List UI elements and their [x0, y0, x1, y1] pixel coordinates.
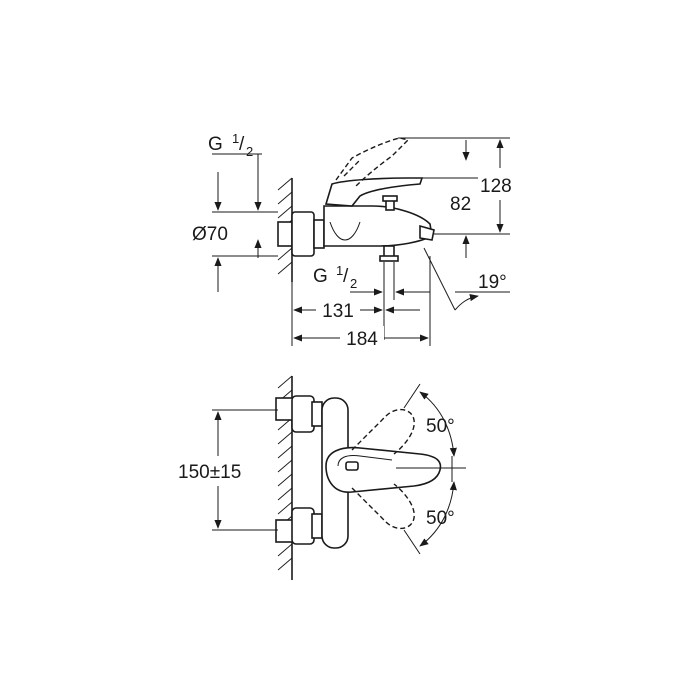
- lever-rotated-outline: [351, 383, 466, 555]
- front-view: 50° 50° 150±15: [178, 375, 466, 580]
- dim-128: 128: [480, 176, 512, 197]
- lever-raised-outline: [335, 137, 410, 187]
- thread-bottom-sub: 2: [350, 276, 357, 291]
- thread-top-slash: /: [239, 134, 245, 155]
- angle-19: 19°: [478, 272, 507, 293]
- thread-bottom-sup: 1: [336, 263, 343, 278]
- mixer-body-front: [275, 395, 442, 549]
- dim-82: 82: [450, 194, 471, 215]
- thread-bottom-label: G: [313, 266, 328, 287]
- angle-upper-50: 50°: [426, 416, 455, 437]
- dim-184: 184: [346, 329, 378, 350]
- dim-131: 131: [322, 301, 354, 322]
- mixer-body-side: [277, 177, 435, 262]
- thread-top-sup: 1: [232, 131, 239, 146]
- angle-lower-50: 50°: [426, 508, 455, 529]
- thread-top-label: G: [208, 134, 223, 155]
- center-distance: 150±15: [178, 462, 241, 483]
- diameter-70: Ø70: [192, 224, 228, 245]
- thread-top-sub: 2: [246, 144, 253, 159]
- thread-bottom-slash: /: [343, 266, 349, 287]
- side-view: 82 128 19° G 1 / 2 Ø70 G 1 / 2: [192, 131, 512, 350]
